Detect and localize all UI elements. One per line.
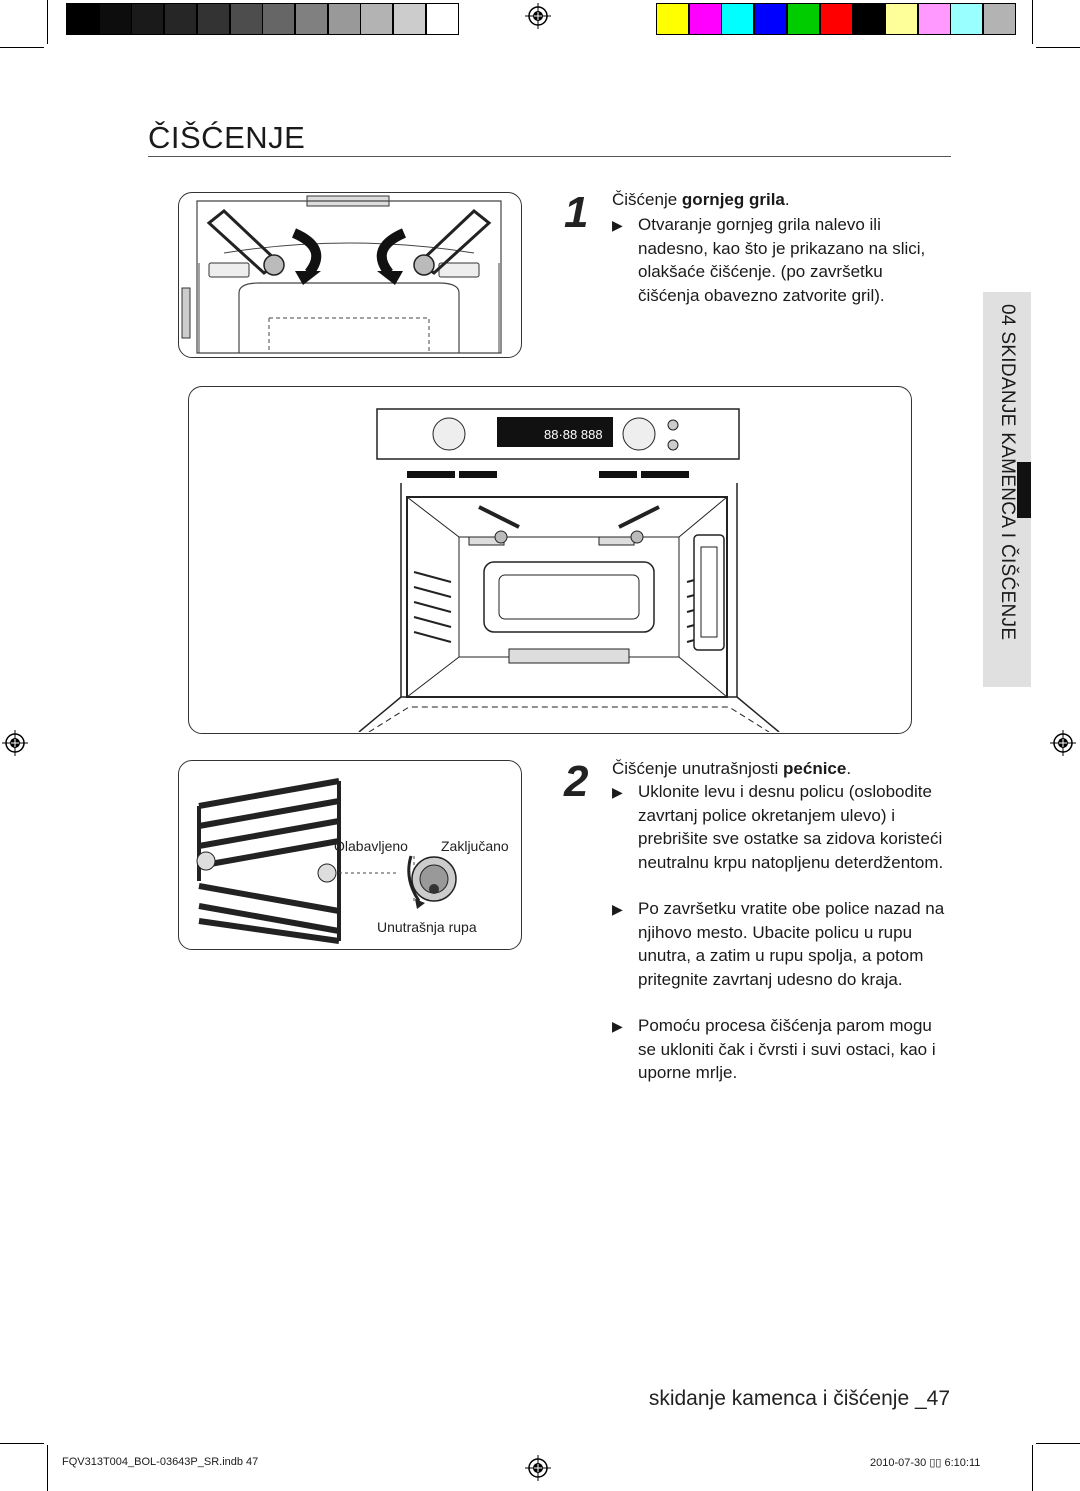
crop-mark (1036, 1443, 1080, 1444)
step2-heading-bold: pećnice (783, 759, 847, 778)
color-swatch (983, 3, 1016, 35)
figure-side-shelf: Olabavljeno Zaključano Unutrašnja rupa (178, 760, 522, 950)
step-number: 2 (564, 757, 589, 806)
step1-heading-suffix: . (784, 190, 790, 209)
step1-heading-prefix: Čišćenje (612, 190, 682, 209)
upper-grill-illustration (181, 195, 502, 354)
step1-heading: Čišćenje gornjeg grila. (612, 190, 790, 210)
gray-swatch (131, 3, 165, 35)
color-swatch (721, 3, 755, 35)
bullet-text: Uklonite levu i desnu policu (oslobodite… (638, 782, 944, 872)
footer-file-name: FQV313T004_BOL-03643P_SR.indb 47 (62, 1456, 259, 1468)
right-triangle-icon: ▶ (612, 217, 623, 233)
right-triangle-icon: ▶ (612, 784, 623, 800)
gray-swatch (262, 3, 296, 35)
crop-mark (47, 1445, 48, 1491)
footer-section-title: skidanje kamenca i čišćenje _47 (648, 1387, 950, 1410)
color-swatch (852, 3, 886, 35)
footer-print-date: 2010-07-30 ▯▯ 6:10:11 (870, 1457, 981, 1469)
label-inner-hole: Unutrašnja rupa (377, 919, 477, 935)
side-shelf-illustration: Olabavljeno Zaključano Unutrašnja rupa (196, 778, 509, 944)
bullet-text: Po završetku vratite obe police nazad na… (638, 899, 945, 989)
figure-oven-front: 88·88 888 (188, 386, 912, 734)
step2-heading-prefix: Čišćenje unutrašnjosti (612, 759, 784, 778)
registration-mark-icon (1050, 730, 1076, 756)
label-loose: Olabavljeno (334, 838, 408, 854)
color-swatch (917, 3, 951, 35)
color-swatch (754, 3, 788, 35)
crop-mark (1032, 0, 1033, 44)
chapter-side-tab-label: 04 SKIDANJE KAMENCA I ČIŠĆENJE (997, 304, 1018, 641)
step2-heading: Čišćenje unutrašnjosti pećnice. (612, 759, 851, 779)
chapter-tab-marker (1017, 462, 1031, 518)
gray-swatch (393, 3, 426, 35)
list-item: ▶ Po završetku vratite obe police nazad … (612, 897, 948, 991)
gray-swatch (66, 3, 99, 35)
registration-mark-icon (525, 3, 551, 29)
oven-front-illustration: 88·88 888 (358, 408, 780, 733)
color-swatch (656, 3, 689, 35)
crop-mark (0, 47, 44, 48)
title-divider (148, 156, 951, 157)
gray-swatch (327, 3, 361, 35)
crop-mark (47, 0, 48, 44)
right-triangle-icon: ▶ (612, 901, 623, 917)
color-swatch (950, 3, 984, 35)
page-title: ČIŠĆENJE (148, 120, 306, 155)
registration-mark-icon (525, 1455, 551, 1481)
bullet-text: Otvaranje gornjeg grila nalevo ili nades… (638, 215, 926, 305)
gray-swatch (98, 3, 132, 35)
color-swatch (688, 3, 722, 35)
svg-text:88·88 888: 88·88 888 (544, 427, 603, 442)
bullet-text: Pomoću procesa čišćenja parom mogu se uk… (638, 1016, 936, 1082)
registration-mark-icon (2, 730, 28, 756)
step2-heading-suffix: . (846, 759, 852, 778)
crop-mark (0, 1443, 44, 1444)
step-number: 1 (564, 188, 589, 237)
gray-swatch (164, 3, 198, 35)
gray-swatch (229, 3, 263, 35)
right-triangle-icon: ▶ (612, 1018, 623, 1034)
color-swatch (786, 3, 820, 35)
color-swatch (819, 3, 853, 35)
list-item: ▶ Pomoću procesa čišćenja parom mogu se … (612, 1014, 948, 1085)
crop-mark (1036, 47, 1080, 48)
crop-mark (1032, 1445, 1033, 1491)
gray-swatch (196, 3, 230, 35)
figure-upper-grill (178, 192, 522, 358)
step1-heading-bold: gornjeg grila (681, 190, 785, 209)
gray-swatch (294, 3, 328, 35)
label-locked: Zaključano (441, 838, 509, 854)
color-swatch (884, 3, 918, 35)
gray-swatch (360, 3, 394, 35)
gray-swatch (425, 3, 459, 35)
list-item: ▶ Otvaranje gornjeg grila nalevo ili nad… (612, 213, 947, 307)
list-item: ▶ Uklonite levu i desnu policu (oslobodi… (612, 780, 948, 874)
